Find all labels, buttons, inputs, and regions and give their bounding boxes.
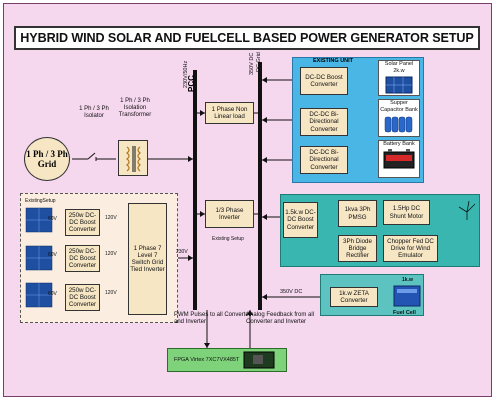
existing-setup-mid-label: Existing Setup xyxy=(212,236,244,242)
dc-shunt-motor-box: 1.5Hp DC Shunt Motor xyxy=(383,200,430,225)
left-solar-title: ExistingSetup xyxy=(25,198,56,204)
boost-converter-250w-2: 250w DC-DC Boost Converter xyxy=(65,245,100,272)
battery-icon xyxy=(383,149,415,169)
grid-circle: 1 Ph / 3 Ph Grid xyxy=(24,137,70,181)
fpga-box: FPGA Virtex 7XC7VX485T xyxy=(167,348,287,372)
fpga-label: FPGA Virtex 7XC7VX485T xyxy=(174,357,240,363)
fuel-cell-label: Fuel Cell xyxy=(393,310,416,316)
zeta-converter-box: 1k.w ZETA Converter xyxy=(330,287,378,307)
feedback-label: Analog Feedback from all Converter and I… xyxy=(246,312,315,325)
left-solar-panels-icon xyxy=(25,207,53,308)
nonlinear-load-box: 1 Phase Non Linear load xyxy=(205,102,254,124)
boost-converter-250w-3: 250w DC-DC Boost Converter xyxy=(65,284,100,311)
dcdc-boost-converter-box: DC-DC Boost Converter xyxy=(300,67,348,95)
diagram-title: HYBRID WIND SOLAR AND FUELCELL BASED POW… xyxy=(14,26,480,50)
fuel-cell-icon xyxy=(393,285,421,307)
bidirectional-converter-1-box: DC-DC Bi-Directional Converter xyxy=(300,108,348,136)
solar-panel-card: Solar Panel 2k.w xyxy=(378,60,420,96)
wind-turbine-icon xyxy=(458,200,476,220)
panel-1-voltage: 60V xyxy=(48,216,57,222)
diode-rectifier-box: 3Ph Diode Bridge Rectifier xyxy=(338,235,377,262)
seven-level-inverter-box: 1 Phase 7 Level 7 Switch Grid Tied Inver… xyxy=(128,203,167,315)
dc-rating-label: 350V DC xyxy=(249,52,255,75)
solar-panel-label: Solar Panel 2k.w xyxy=(384,61,414,74)
fuel-cell-rating: 1k.w xyxy=(402,277,413,283)
dc-grid-label: DC Grid xyxy=(256,52,262,72)
one-three-phase-inverter-box: 1/3 Phase Inverter xyxy=(205,200,254,228)
battery-card: Battery Bank xyxy=(378,140,420,178)
transformer-label: 1 Ph / 3 Ph Isolation Transformer xyxy=(118,98,152,118)
supercapacitor-icon xyxy=(384,116,413,133)
output-voltage-2: 120V xyxy=(105,251,117,257)
isolator-switch-symbol xyxy=(87,152,100,161)
pcc-bus xyxy=(193,70,197,310)
battery-label: Battery Bank xyxy=(383,141,415,147)
output-voltage-3: 120V xyxy=(105,290,117,296)
pcc-label: PCC xyxy=(187,75,196,92)
pwm-label: PWM Pulses to all Converter and Inverter xyxy=(174,312,251,325)
output-voltage-1: 120V xyxy=(105,215,117,221)
pmsg-box: 1kva 3Ph PMSG xyxy=(338,200,377,227)
dc-grid-bus xyxy=(258,62,262,310)
fpga-board-icon xyxy=(243,351,275,369)
bidirectional-converter-2-box: DC-DC Bi-Directional Converter xyxy=(300,146,348,174)
solar-panel-icon xyxy=(385,76,413,94)
chopper-drive-box: Chopper Fed DC Drive for Wind Emulator xyxy=(383,235,438,262)
panel-3-voltage: 60V xyxy=(48,291,57,297)
isolation-transformer xyxy=(118,140,148,176)
wind-boost-converter-box: 1.5k.w DC-DC Boost Converter xyxy=(283,202,318,238)
boost-converter-250w-1: 250w DC-DC Boost Converter xyxy=(65,209,100,236)
supercap-card: Supper Capacitor Bank xyxy=(378,99,420,137)
inverter-ac-voltage: 230V xyxy=(176,249,188,255)
panel-2-voltage: 60V xyxy=(48,252,57,258)
supercap-label: Supper Capacitor Bank xyxy=(380,100,418,113)
transformer-coil-icon xyxy=(126,146,141,172)
existing-unit-title: EXISTING UNIT xyxy=(313,58,354,64)
isolator-label: 1 Ph / 3 Ph Isolator xyxy=(79,106,109,119)
fuel-cell-bus-voltage: 350V DC xyxy=(280,289,303,295)
